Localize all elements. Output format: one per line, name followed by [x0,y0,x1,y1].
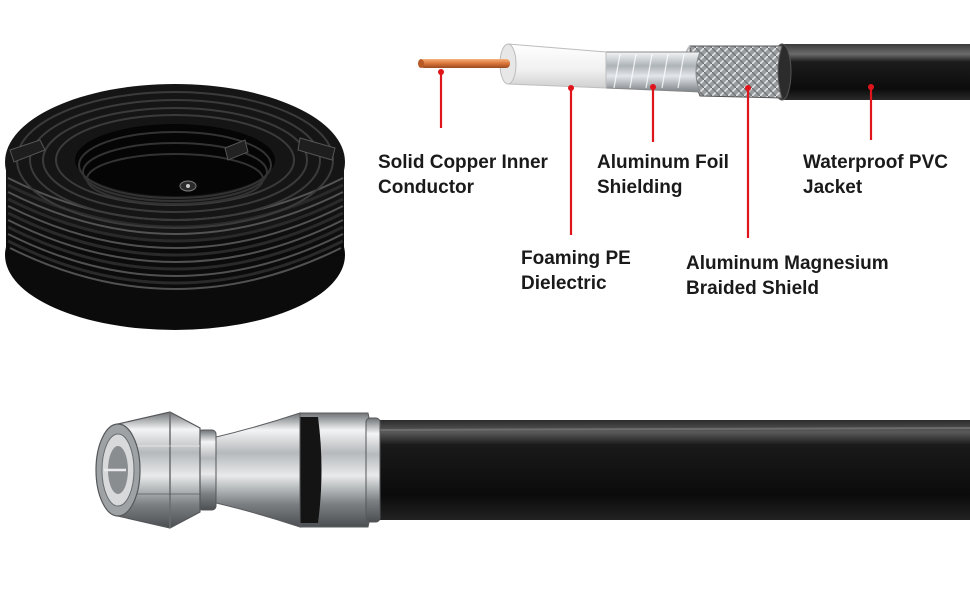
label-pvc-line1: Waterproof PVC [803,152,948,173]
leader-line-dielectric [568,85,574,235]
connector-cable-image [95,411,970,529]
label-pvc-line2: Jacket [803,177,863,198]
coiled-cable-image [5,84,345,330]
label-pe-line2: Dielectric [521,273,607,294]
label-copper-line1: Solid Copper Inner [378,152,548,173]
label-aluminum-foil: Aluminum Foil Shielding [597,150,729,200]
label-braid-line2: Braided Shield [686,278,820,299]
leader-line-pvc [868,84,874,140]
leader-line-foil [650,84,656,142]
leader-line-braid [745,85,751,238]
label-braided-shield: Aluminum Magnesium Braided Shield [686,251,889,301]
label-copper-conductor: Solid Copper Inner Conductor [378,150,548,200]
cable-cutaway-image [418,43,970,101]
leader-line-copper [438,69,444,128]
label-pe-line1: Foaming PE [521,248,631,269]
label-foil-line1: Aluminum Foil [597,152,729,173]
label-pe-dielectric: Foaming PE Dielectric [521,246,631,296]
label-foil-line2: Shielding [597,177,683,198]
label-copper-line2: Conductor [378,177,475,198]
leader-lines [438,69,874,238]
label-braid-line1: Aluminum Magnesium [686,253,889,274]
label-pvc-jacket: Waterproof PVC Jacket [803,150,948,200]
